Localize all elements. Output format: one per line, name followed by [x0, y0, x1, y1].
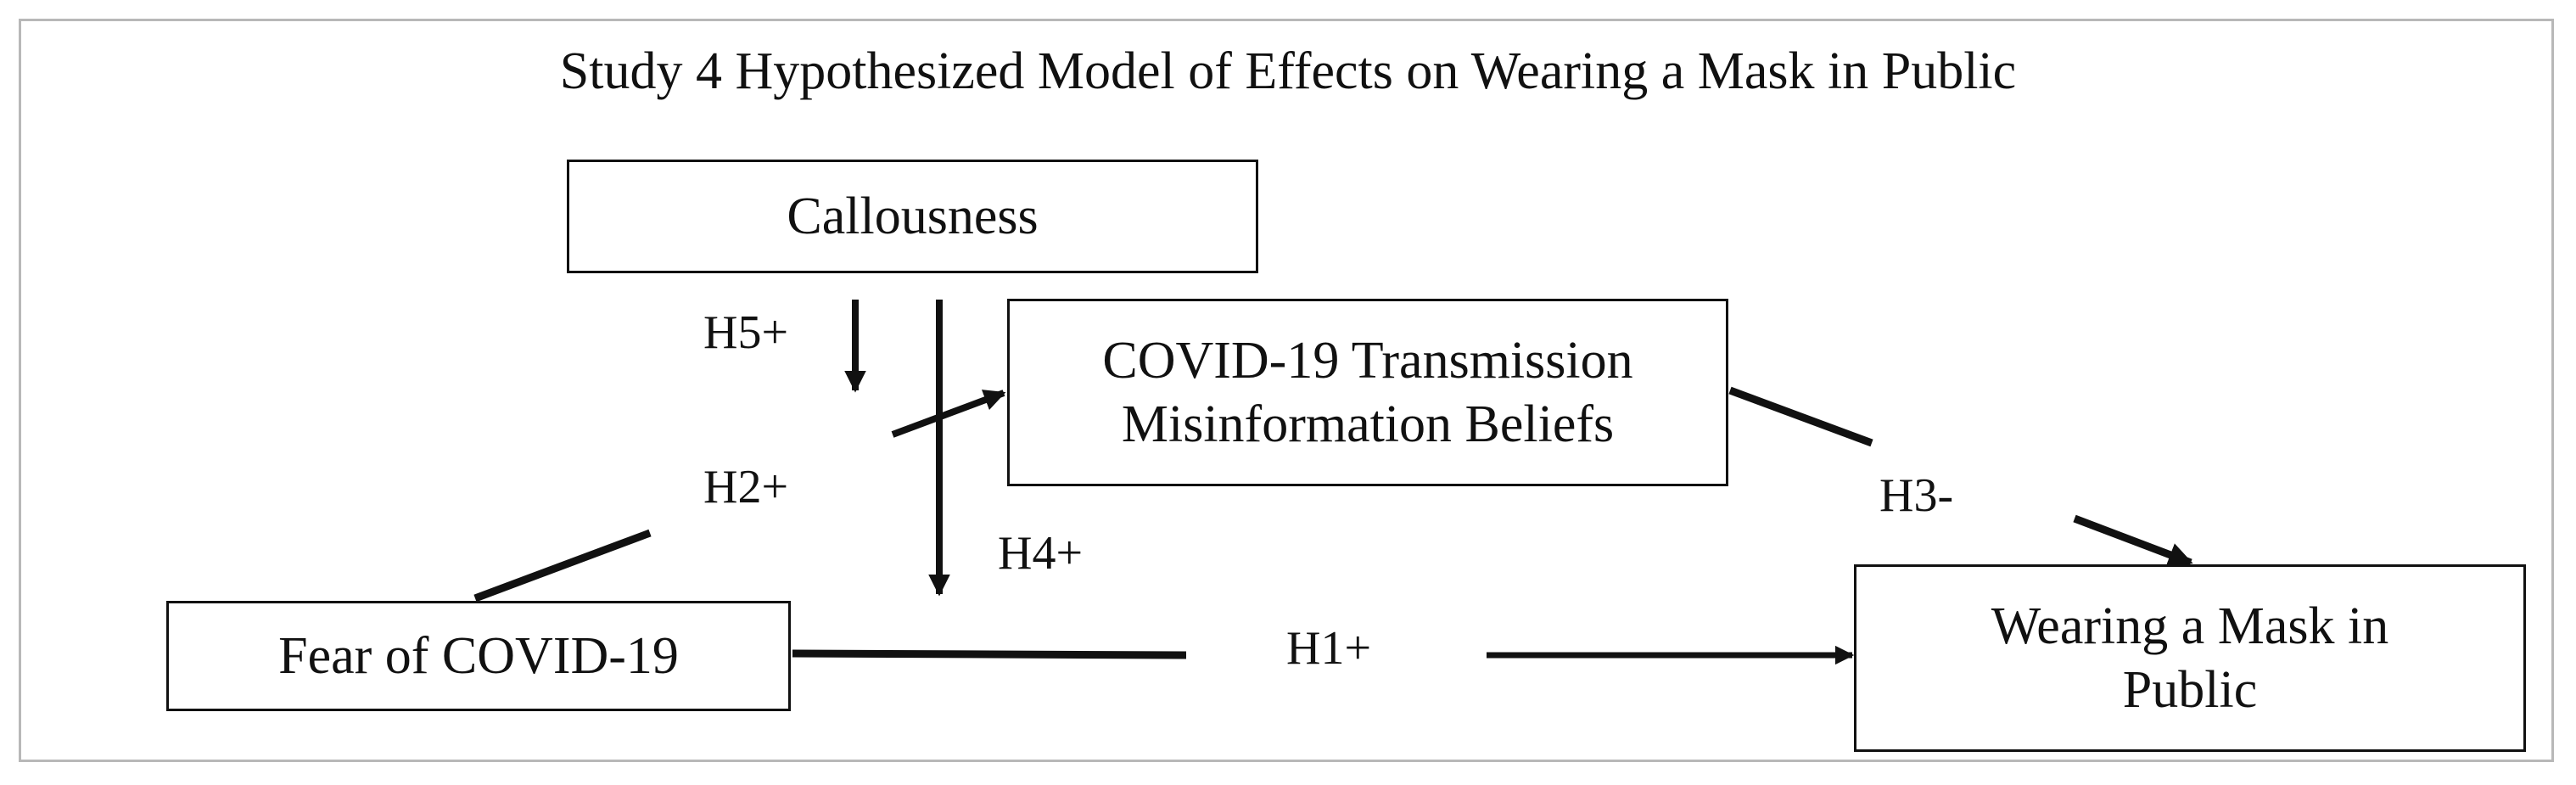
fear-of-covid-box: Fear of COVID-19	[166, 601, 791, 711]
callousness-label: Callousness	[787, 187, 1039, 245]
misinformation-label-line2: Misinformation Beliefs	[1121, 395, 1615, 453]
h4-label: H4+	[998, 527, 1084, 580]
fear-label: Fear of COVID-19	[278, 626, 679, 685]
h2-arrow-segment-b	[891, 390, 1006, 438]
h3-arrow-segment-b	[2073, 514, 2193, 567]
h3-label: H3-	[1879, 469, 1954, 522]
h1-arrow-segment-a	[792, 649, 1187, 659]
figure-title: Study 4 Hypothesized Model of Effects on…	[559, 42, 2017, 100]
h3-arrow-segment-a	[1728, 386, 1873, 447]
mask-label-line1: Wearing a Mask in	[1991, 597, 2389, 656]
wearing-mask-box: Wearing a Mask in Public	[1854, 564, 2526, 752]
misinformation-label-line1: COVID-19 Transmission	[1102, 332, 1633, 390]
callousness-box: Callousness	[567, 160, 1258, 273]
h5-label: H5+	[703, 306, 789, 359]
h2-label: H2+	[703, 461, 789, 513]
misinformation-beliefs-box: COVID-19 Transmission Misinformation Bel…	[1007, 299, 1728, 486]
mask-label-line2: Public	[2122, 660, 2258, 719]
h2-arrow-segment-a	[473, 529, 652, 603]
h1-label: H1+	[1286, 622, 1372, 675]
